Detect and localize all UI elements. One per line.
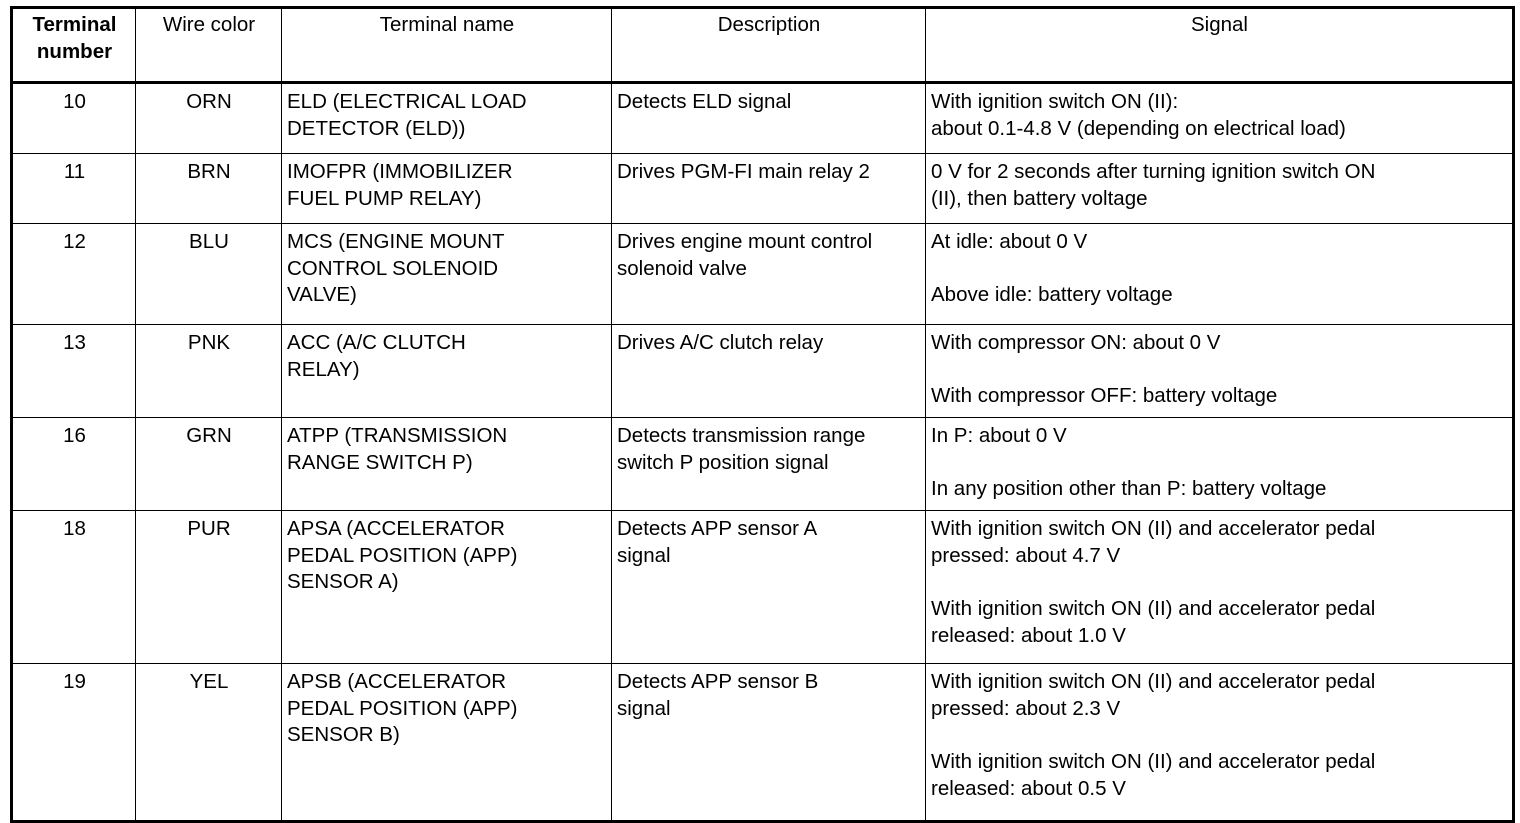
cell-signal-line: pressed: about 2.3 V [931,696,1121,720]
cell-terminal-name-line: SENSOR A) [287,570,399,594]
cell-signal-line: about 0.1-4.8 V (depending on electrical… [931,116,1346,140]
cell-signal: In P: about 0 V In any position other tha… [925,417,1514,511]
cell-terminal-name-line: CONTROL SOLENOID [287,256,499,280]
cell-terminal-name-line: APSA (ACCELERATOR [287,517,505,540]
column-header-terminal-number-line1: Terminal [32,13,117,36]
cell-signal-line: With ignition switch ON (II) and acceler… [931,517,1376,540]
cell-signal-line: In P: about 0 V [931,424,1067,447]
cell-terminal-name-line: SENSOR B) [287,723,400,747]
cell-signal-line: At idle: about 0 V [931,230,1088,253]
cell-terminal-name-line: RANGE SWITCH P) [287,450,473,474]
cell-description: Drives engine mount control solenoid valv… [611,223,926,325]
cell-description: Detects APP sensor A signal [611,510,926,664]
cell-terminal-name-line: ATPP (TRANSMISSION [287,424,508,447]
cell-signal: With ignition switch ON (II) and acceler… [925,663,1514,822]
cell-terminal-number: 18 [11,510,136,664]
cell-terminal-number: 12 [11,223,136,325]
cell-wire-color: BRN [135,153,282,224]
column-header-terminal-number-line2: number [36,39,113,63]
cell-description-line: switch P position signal [617,450,829,474]
cell-terminal-name-line: IMOFPR (IMMOBILIZER [287,160,513,183]
table-header: Terminal number Wire color Terminal name… [11,7,1514,83]
cell-signal: With ignition switch ON (II) and acceler… [925,510,1514,664]
cell-description-line: signal [617,543,671,567]
cell-terminal-name-line: FUEL PUMP RELAY) [287,186,482,210]
cell-description-line: Detects transmission range [617,424,866,447]
column-header-description: Description [611,7,926,83]
cell-terminal-name-line: ELD (ELECTRICAL LOAD [287,90,527,113]
cell-description-line: Drives engine mount control [617,230,873,253]
cell-terminal-name-line: MCS (ENGINE MOUNT [287,230,505,253]
cell-wire-color: GRN [135,417,282,511]
cell-signal-line: released: about 1.0 V [931,623,1126,647]
column-header-terminal-name: Terminal name [281,7,612,83]
column-header-wire-color: Wire color [135,7,282,83]
cell-description: Detects ELD signal [611,82,926,154]
cell-wire-color: ORN [135,82,282,154]
cell-signal-line: With compressor OFF: battery voltage [931,384,1278,408]
cell-terminal-number: 13 [11,324,136,418]
cell-signal: With ignition switch ON (II): about 0.1-4… [925,82,1514,154]
cell-terminal-number: 11 [11,153,136,224]
cell-terminal-name-line: PEDAL POSITION (APP) [287,543,518,567]
table-header-row: Terminal number Wire color Terminal name… [11,7,1514,83]
cell-terminal-name: ACC (A/C CLUTCH RELAY) [281,324,612,418]
cell-terminal-name-line: ACC (A/C CLUTCH [287,331,466,354]
cell-description-line: signal [617,696,671,720]
cell-terminal-name: MCS (ENGINE MOUNT CONTROL SOLENOID VALVE) [281,223,612,325]
cell-signal-line: With ignition switch ON (II) and acceler… [931,596,1376,620]
cell-signal-line: In any position other than P: battery vo… [931,477,1327,501]
cell-signal: 0 V for 2 seconds after turning ignition… [925,153,1514,224]
cell-description: Drives A/C clutch relay [611,324,926,418]
cell-signal-line: (II), then battery voltage [931,186,1148,210]
cell-terminal-number: 16 [11,417,136,511]
cell-signal-line: released: about 0.5 V [931,776,1126,800]
cell-terminal-name-line: PEDAL POSITION (APP) [287,696,518,720]
cell-terminal-name-line: RELAY) [287,357,360,381]
cell-terminal-name-line: DETECTOR (ELD)) [287,116,466,140]
cell-description-line: Detects APP sensor B [617,670,819,693]
cell-description-line: Detects ELD signal [617,90,792,113]
cell-signal-line: With ignition switch ON (II) and acceler… [931,749,1376,773]
cell-wire-color: BLU [135,223,282,325]
cell-signal-line: With ignition switch ON (II) and acceler… [931,670,1376,693]
cell-wire-color: PUR [135,510,282,664]
column-header-terminal-number: Terminal number [11,7,136,83]
cell-signal-line: Above idle: battery voltage [931,283,1173,307]
cell-terminal-name: ELD (ELECTRICAL LOAD DETECTOR (ELD)) [281,82,612,154]
cell-description: Detects transmission range switch P posit… [611,417,926,511]
cell-signal-line: With ignition switch ON (II): [931,90,1179,113]
cell-wire-color: YEL [135,663,282,822]
cell-description-line: Drives A/C clutch relay [617,331,824,354]
cell-description-line: solenoid valve [617,256,747,280]
cell-terminal-number: 10 [11,82,136,154]
cell-signal-line: 0 V for 2 seconds after turning ignition… [931,160,1376,183]
column-header-signal: Signal [925,7,1514,83]
terminal-specification-table: Terminal number Wire color Terminal name… [10,6,1515,823]
cell-terminal-name: APSA (ACCELERATOR PEDAL POSITION (APP) SEN… [281,510,612,664]
cell-description: Drives PGM-FI main relay 2 [611,153,926,224]
cell-signal: With compressor ON: about 0 V With compre… [925,324,1514,418]
cell-terminal-number: 19 [11,663,136,822]
cell-signal: At idle: about 0 V Above idle: battery vo… [925,223,1514,325]
cell-terminal-name-line: APSB (ACCELERATOR [287,670,507,693]
cell-description-line: Detects APP sensor A [617,517,818,540]
cell-terminal-name: IMOFPR (IMMOBILIZER FUEL PUMP RELAY) [281,153,612,224]
cell-wire-color: PNK [135,324,282,418]
cell-terminal-name: ATPP (TRANSMISSION RANGE SWITCH P) [281,417,612,511]
document-sheet: Terminal number Wire color Terminal name… [10,6,1515,823]
cell-terminal-name-line: VALVE) [287,283,357,307]
cell-description-line: Drives PGM-FI main relay 2 [617,160,870,183]
cell-signal-line: With compressor ON: about 0 V [931,331,1221,354]
cell-signal-line: pressed: about 4.7 V [931,543,1121,567]
